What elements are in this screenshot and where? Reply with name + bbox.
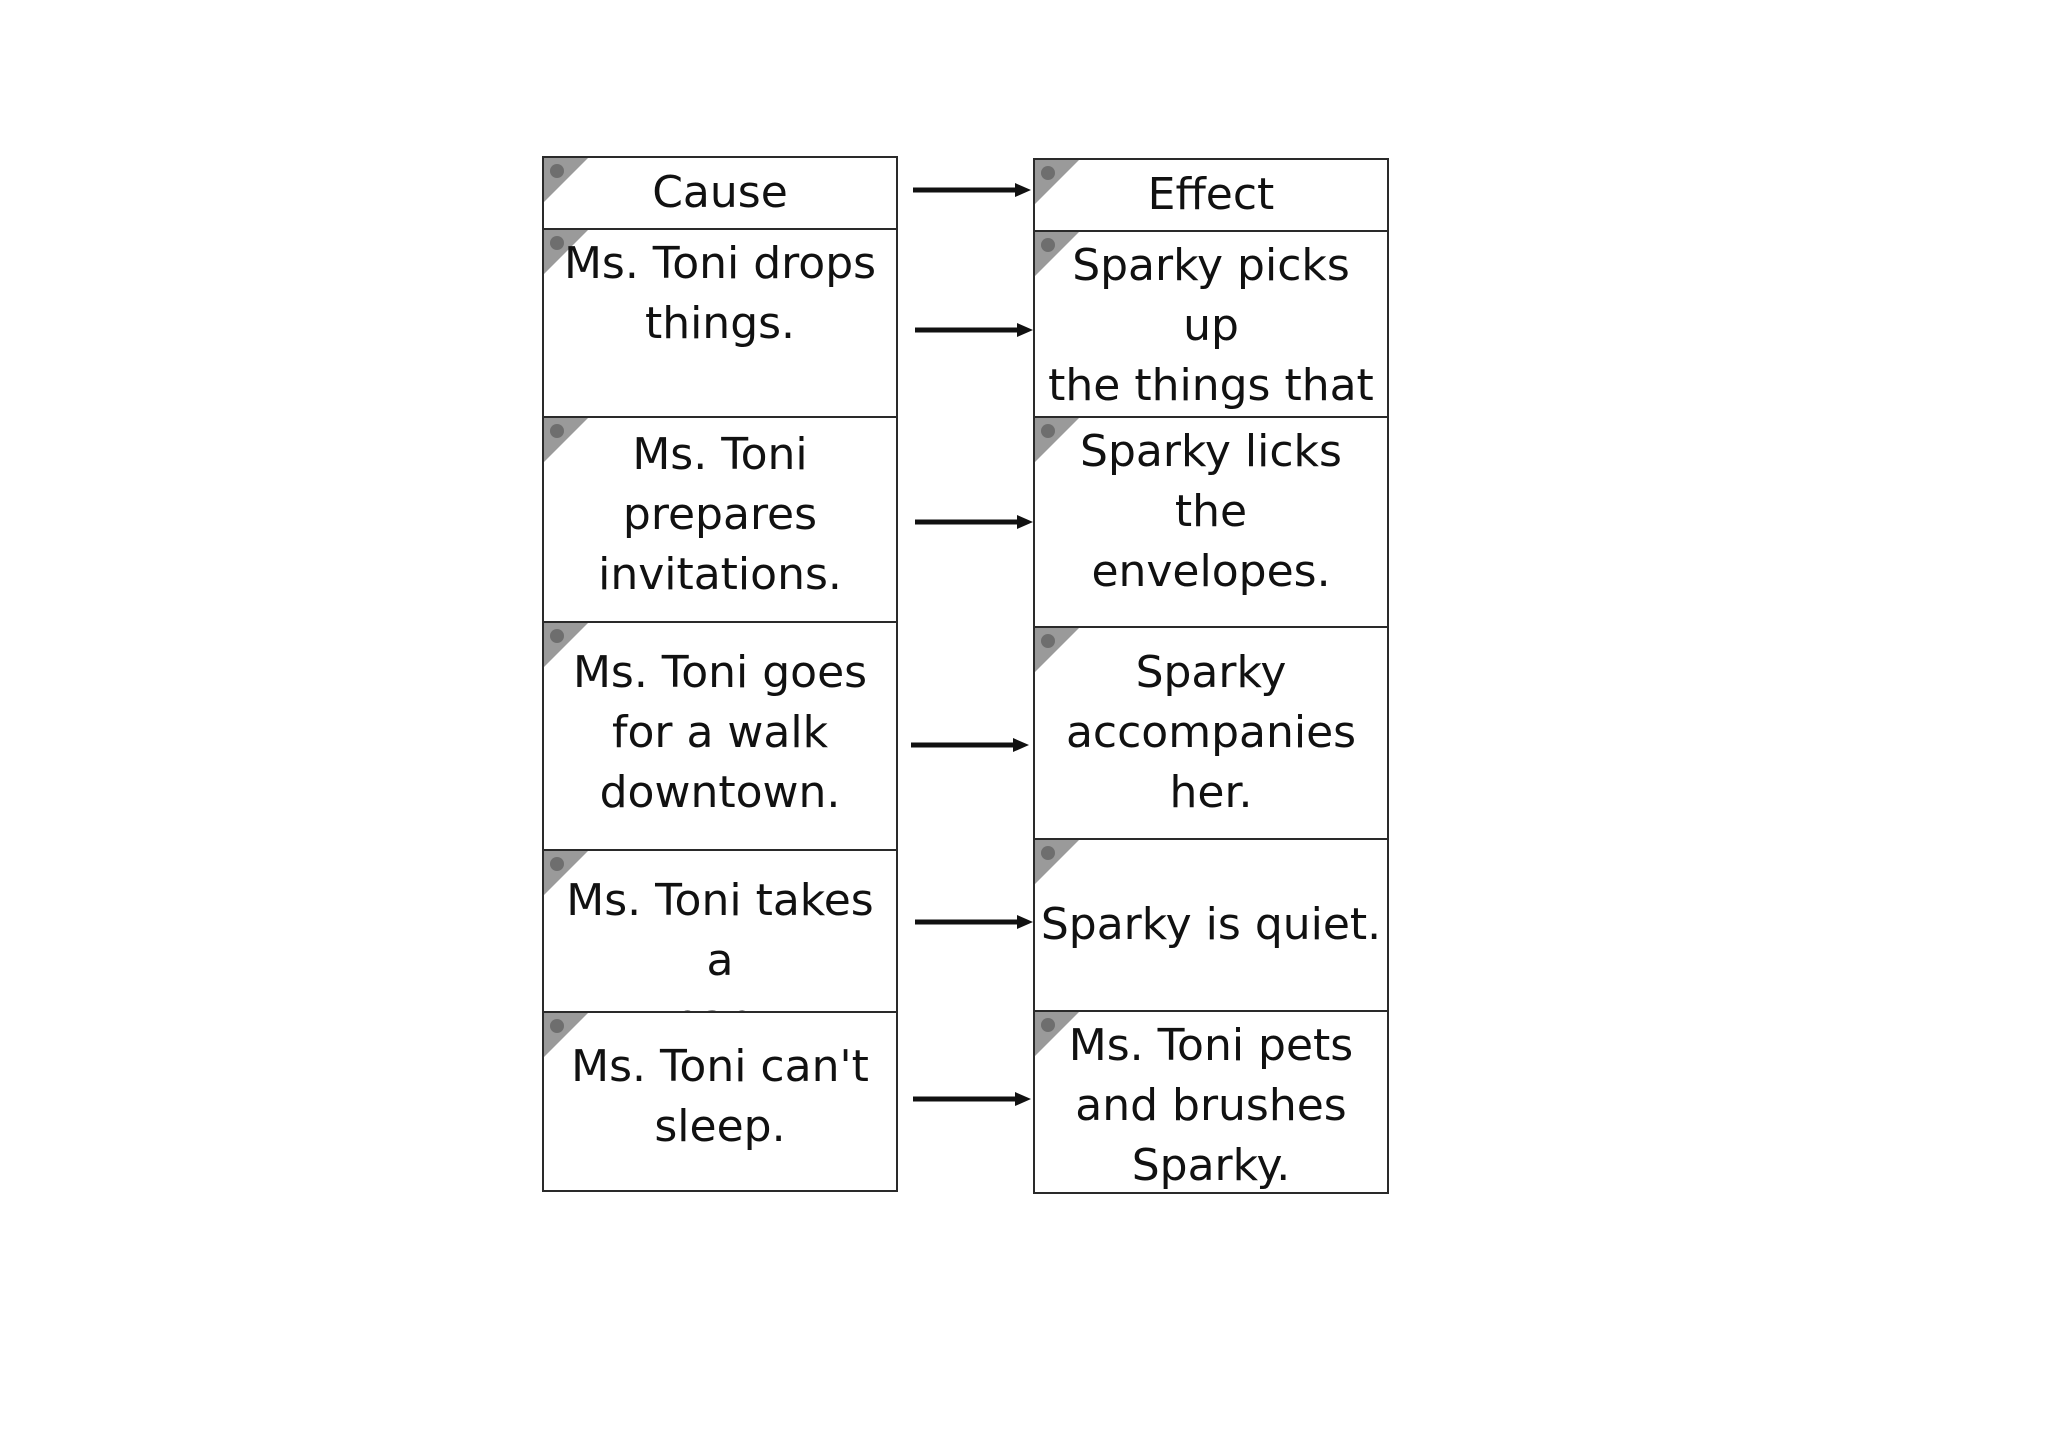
page-curl-icon [1035,628,1079,672]
cause-text: Ms. Toni can't sleep. [571,1040,869,1152]
page-curl-icon [1035,232,1079,276]
cause-card: Ms. Toni prepares invitations. [544,416,896,621]
effect-column: Effect Sparky picks up the things that M… [1033,158,1389,1194]
cause-text: Ms. Toni drops things. [563,238,877,349]
cause-text: Ms. Toni takes a nap. [566,875,874,1011]
cause-header-cell: Cause [544,158,896,228]
page-curl-icon [544,1013,588,1057]
effect-text: Sparky accompanies her. [1065,647,1357,818]
cause-card: Ms. Toni goes for a walk downtown. [544,621,896,849]
page-curl-icon [544,418,588,462]
cause-text: Ms. Toni goes for a walk downtown. [572,647,868,818]
page-curl-icon [544,230,588,274]
right-arrow-icon [915,323,1033,337]
page-curl-icon [1035,840,1079,884]
page-curl-icon [544,623,588,667]
cause-header: Cause [652,167,788,218]
right-arrow-icon [915,515,1033,529]
page-curl-icon [1035,160,1079,204]
effect-header: Effect [1147,169,1275,220]
right-arrow-icon [915,915,1033,929]
page-curl-icon [1035,1012,1079,1056]
right-arrow-icon [913,183,1031,197]
cause-text: Ms. Toni prepares invitations. [598,428,842,600]
effect-text: Sparky picks up the things that Ms. Toni… [1048,240,1374,411]
effect-card: Sparky licks the envelopes. [1035,416,1387,626]
right-arrow-icon [911,738,1029,752]
effect-text: Sparky is quiet. [1040,899,1382,950]
effect-card: Sparky accompanies her. [1035,626,1387,838]
cause-card: Ms. Toni can't sleep. [544,1011,896,1190]
page-curl-icon [1035,418,1079,462]
page-curl-icon [544,851,588,895]
right-arrow-icon [913,1092,1031,1106]
effect-card: Ms. Toni pets and brushes Sparky. [1035,1010,1387,1192]
cause-card: Ms. Toni takes a nap. [544,849,896,1011]
effect-card: Sparky picks up the things that Ms. Toni… [1035,230,1387,416]
effect-card: Sparky is quiet. [1035,838,1387,1010]
effect-text: Ms. Toni pets and brushes Sparky. [1068,1020,1354,1191]
cause-card: Ms. Toni drops things. [544,228,896,416]
cause-column: Cause Ms. Toni drops things. Ms. Toni pr… [542,156,898,1192]
effect-header-cell: Effect [1035,160,1387,230]
effect-text: Sparky licks the envelopes. [1080,426,1342,597]
page-curl-icon [544,158,588,202]
